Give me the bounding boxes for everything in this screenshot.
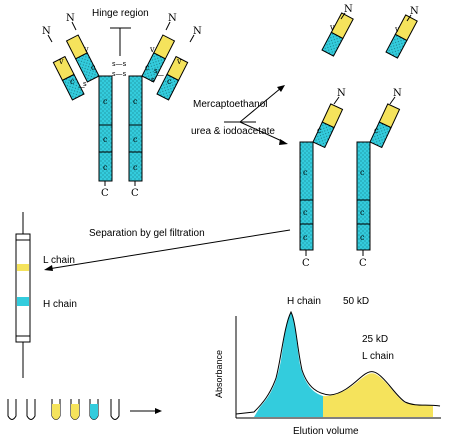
l-chain-band bbox=[17, 264, 29, 271]
c-domain-label: c bbox=[360, 233, 365, 242]
l-chain-peak bbox=[323, 373, 433, 417]
n-terminus-label: N bbox=[42, 26, 51, 37]
light-chain-left bbox=[52, 55, 85, 101]
c-domain-label: c bbox=[103, 135, 108, 144]
column-cap-bottom bbox=[15, 335, 31, 343]
c-domain-label: c bbox=[167, 77, 172, 86]
disulfide-bond-label: s—s bbox=[112, 70, 127, 78]
n-terminus-label: N bbox=[393, 88, 402, 99]
v-domain-label: v bbox=[149, 45, 155, 54]
l-chain-mass-label: 25 kD bbox=[362, 334, 388, 345]
c-domain-label: c bbox=[360, 168, 365, 177]
free-light-chain-1: v N bbox=[321, 4, 354, 57]
fraction-tube bbox=[26, 399, 36, 420]
x-axis-label: Elution volume bbox=[293, 426, 359, 437]
hinge-region-label: Hinge region bbox=[92, 8, 149, 19]
c-terminus-label: C bbox=[302, 258, 310, 269]
n-terminus-label: N bbox=[66, 13, 75, 24]
arrow-up-head bbox=[277, 85, 285, 92]
n-terminus-label: N bbox=[193, 26, 202, 37]
elution-profile: Absorbance Elution volume H chain 50 kD … bbox=[214, 296, 441, 437]
separation-arrow-head bbox=[44, 265, 53, 271]
c-domain-label: c bbox=[133, 135, 138, 144]
elution-curve bbox=[235, 310, 441, 415]
separation-arrow-shaft bbox=[47, 229, 291, 270]
fraction-tubes bbox=[7, 399, 162, 420]
free-heavy-chain-2: c c c c N C bbox=[356, 88, 402, 269]
v-domain-label: v bbox=[58, 57, 64, 66]
c-domain-label: c bbox=[133, 163, 138, 172]
gel-filtration: Separation by gel filtration L chain H c… bbox=[7, 212, 291, 420]
h-chain-band-label: H chain bbox=[43, 299, 77, 310]
fraction-tube bbox=[110, 399, 120, 420]
disulfide-dash-label: — bbox=[78, 83, 85, 91]
h-chain-peak-label: H chain bbox=[287, 296, 321, 307]
arrow-up-shaft bbox=[239, 87, 282, 123]
c-domain-label: c bbox=[145, 63, 150, 72]
free-light-chain-2: v N bbox=[385, 6, 419, 59]
c-domain-label: c bbox=[374, 126, 379, 135]
disulfide-s-label: s bbox=[151, 76, 155, 84]
c-terminus-label: C bbox=[359, 258, 367, 269]
c-domain-label: c bbox=[303, 168, 308, 177]
l-chain-peak-label: L chain bbox=[362, 351, 394, 362]
arrow-down-shaft bbox=[239, 121, 285, 143]
c-domain-label: c bbox=[103, 163, 108, 172]
fraction-tube bbox=[7, 399, 17, 420]
v-domain-label: v bbox=[394, 25, 400, 34]
tubes-to-plot-arrowhead bbox=[155, 408, 162, 414]
reduction-arrows: Mercaptoethanol urea & iodoacetate bbox=[191, 85, 288, 145]
n-terminus-label: N bbox=[168, 13, 177, 24]
heavy-chain-left-arm bbox=[65, 34, 100, 83]
c-terminus-label: C bbox=[101, 188, 109, 199]
c-domain-label: c bbox=[303, 233, 308, 242]
n-terminus-label: N bbox=[337, 88, 346, 99]
h-chain-peak bbox=[254, 312, 327, 417]
intact-antibody: v v v v c c c c c c c c c c N N N N C C … bbox=[42, 8, 202, 199]
reagent-urea-iodoacetate: urea & iodoacetate bbox=[191, 126, 275, 137]
c-domain-label: c bbox=[91, 63, 96, 72]
disulfide-s-label: s bbox=[154, 67, 158, 75]
c-domain-label: c bbox=[303, 208, 308, 217]
light-chain-right bbox=[156, 55, 189, 101]
heavy-chain-right-arm bbox=[141, 34, 176, 83]
gel-column bbox=[15, 239, 31, 337]
disulfide-s-label: s bbox=[83, 80, 87, 88]
v-domain-label: v bbox=[329, 23, 335, 32]
c-domain-label: c bbox=[133, 97, 138, 106]
free-heavy-chain-1: c c c c N C bbox=[299, 88, 346, 269]
column-cap-top bbox=[15, 233, 31, 241]
c-domain-label: c bbox=[317, 126, 322, 135]
h-chain-band bbox=[17, 297, 29, 306]
h-chain-mass-label: 50 kD bbox=[343, 296, 369, 307]
separation-label: Separation by gel filtration bbox=[89, 228, 205, 239]
c-domain-label: c bbox=[103, 97, 108, 106]
c-domain-label: c bbox=[70, 77, 75, 86]
n-terminus-label: N bbox=[344, 4, 353, 15]
y-axis-label: Absorbance bbox=[214, 350, 224, 398]
l-chain-band-label: L chain bbox=[43, 255, 75, 266]
c-domain-label: c bbox=[360, 208, 365, 217]
arrow-down-head bbox=[279, 139, 288, 145]
v-domain-label: v bbox=[83, 45, 89, 54]
v-domain-label: v bbox=[176, 57, 182, 66]
n-terminus-label: N bbox=[410, 6, 419, 17]
disulfide-bond-label: s—s bbox=[112, 60, 127, 68]
reagent-mercaptoethanol: Mercaptoethanol bbox=[193, 99, 268, 110]
disulfide-dash-label: — bbox=[157, 71, 164, 79]
c-terminus-label: C bbox=[131, 188, 139, 199]
